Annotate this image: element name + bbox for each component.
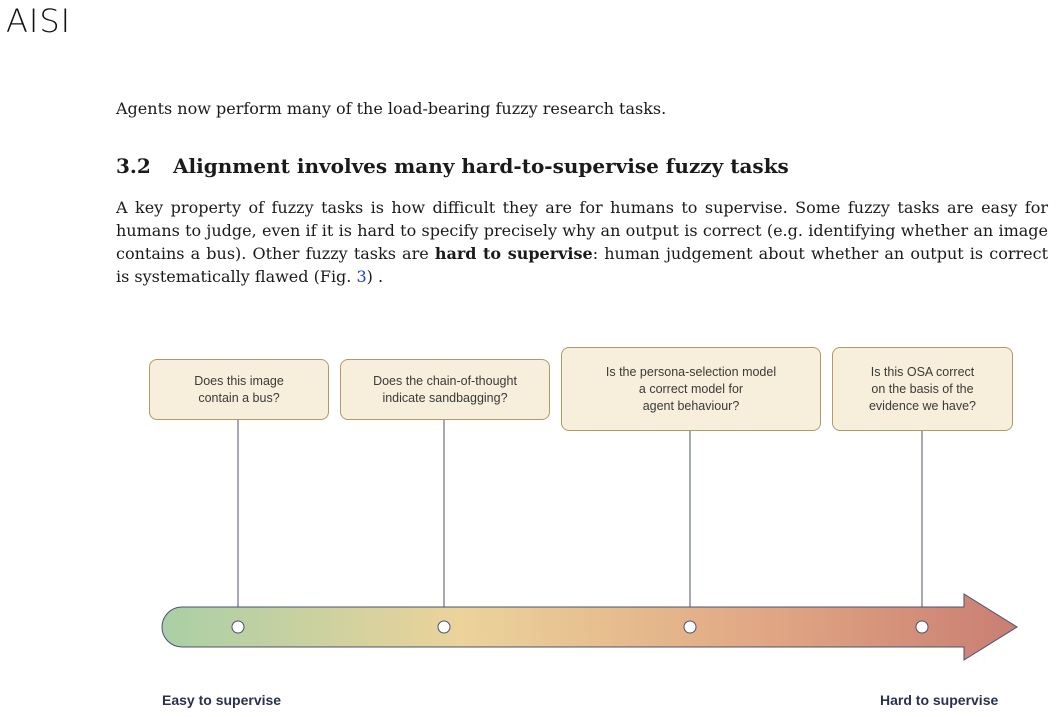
question-line: evidence we have? bbox=[868, 398, 977, 413]
question-line: a correct model for bbox=[638, 381, 744, 396]
scale-marker bbox=[683, 620, 697, 634]
question-line: on the basis of the bbox=[871, 381, 974, 396]
question-line: contain a bus? bbox=[198, 390, 280, 405]
question-line: Is the persona-selection model bbox=[605, 364, 777, 379]
intro-paragraph: Agents now perform many of the load-bear… bbox=[116, 99, 667, 118]
section-number: 3.2 bbox=[116, 154, 151, 178]
body-paragraph: A key property of fuzzy tasks is how dif… bbox=[116, 198, 1049, 286]
figure-reference-link[interactable]: 3 bbox=[356, 267, 367, 286]
difficulty-scale-arrow bbox=[161, 593, 1018, 661]
scale-marker bbox=[915, 620, 929, 634]
question-line: Does the chain-of-thought bbox=[373, 373, 517, 388]
question-line: agent behaviour? bbox=[642, 398, 740, 413]
hard-to-supervise-label: Hard to supervise bbox=[880, 692, 999, 708]
question-box: Does the chain-of-thought indicate sandba… bbox=[340, 359, 550, 420]
question-line: indicate sandbagging? bbox=[382, 390, 508, 405]
bold-term: hard to supervise bbox=[434, 244, 593, 263]
scale-marker bbox=[437, 620, 451, 634]
section-heading: 3.2 Alignment involves many hard-to-super… bbox=[116, 154, 789, 178]
scale-marker bbox=[231, 620, 245, 634]
aisi-logo: AISI bbox=[6, 2, 72, 40]
question-line: Does this image bbox=[194, 373, 284, 388]
scale-markers bbox=[231, 620, 929, 634]
question-line: Is this OSA correct bbox=[870, 364, 975, 379]
section-title: Alignment involves many hard-to-supervis… bbox=[173, 154, 789, 178]
easy-to-supervise-label: Easy to supervise bbox=[162, 692, 282, 708]
question-box: Is this OSA correct on the basis of the ev… bbox=[832, 347, 1013, 431]
question-box: Does this image contain a bus? bbox=[149, 359, 329, 420]
question-box: Is the persona-selection model a correct … bbox=[561, 347, 821, 431]
connector-lines bbox=[237, 420, 923, 627]
